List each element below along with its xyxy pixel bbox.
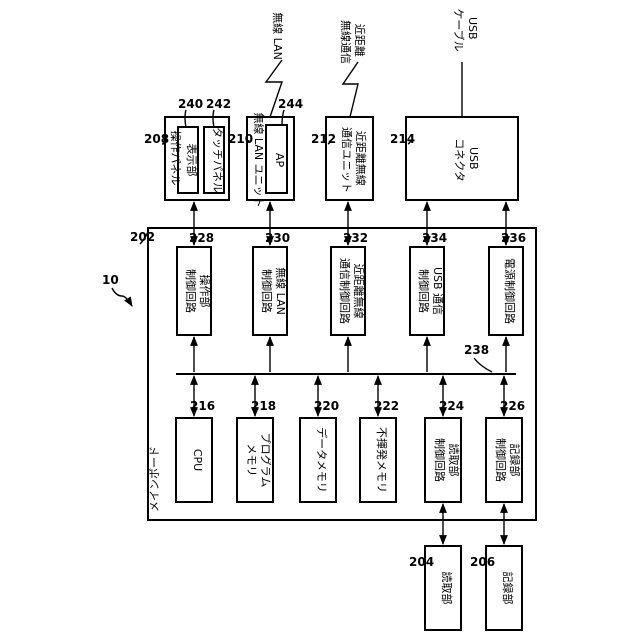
nfc-unit-label: 近距離無線 通信ユニット [340,127,368,193]
block-label: 読取部制御回路 [433,438,461,482]
block-label: プログラムメモリ [245,433,273,488]
usb-connector-ref: 214 [390,132,415,146]
wireless-lan-label: 無線 LAN [271,12,285,60]
controller-label: 近距離無線通信制御回路 [338,258,366,324]
external-206: 記録部 206 [470,504,522,630]
block-224: 読取部制御回路224 [425,376,464,502]
controller-ref: 232 [343,231,368,245]
controller-ref: 234 [422,231,447,245]
controller-label: 操作部制御回路 [184,269,212,313]
usb-connector: USB コネクタ 214 [390,117,518,200]
figure-ref-arrow [112,288,132,306]
touch-panel-ref: 242 [206,97,231,111]
operation-panel-unit: 操作パネル 表示部 タッチパネル 208 240 242 [144,97,231,200]
operation-panel-label: 操作パネル [169,131,183,186]
external-label: 記録部 [501,572,515,605]
controller-label: 無線 LAN制御回路 [260,267,288,315]
block-label: CPU [191,449,204,471]
external-ref: 206 [470,555,495,569]
external-ref: 204 [409,555,434,569]
block-222: 不揮発メモリ222 [360,376,399,502]
external-204: 読取部 204 [409,504,461,630]
wireless-lan-unit-ref: 210 [228,132,253,146]
nfc-unit: 近距離無線 通信ユニット 212 [311,117,373,200]
controller-label: USB 通信制御回路 [417,267,444,315]
controller-ref: 228 [189,231,214,245]
wireless-lan-unit: 無線 LAN ユニット AP 210 244 [228,97,303,208]
block-226: 記録部制御回路226 [486,376,525,502]
ap-ref: 244 [278,97,303,111]
main-board-label: メインボード [148,446,161,512]
controller-label: 電源制御回路 [503,258,517,324]
block-220: データメモリ220 [300,376,339,502]
display-ref: 240 [178,97,203,111]
block-label: 記録部制御回路 [494,438,522,482]
touch-panel-label: タッチパネル [211,127,224,193]
block-label: データメモリ [315,427,329,493]
nfc-unit-ref: 212 [311,132,336,146]
block-218: プログラムメモリ218 [237,376,276,502]
wireless-lan-unit-label: 無線 LAN ユニット [252,112,266,207]
display-label: 表示部 [185,144,199,177]
usb-cable-label: USB ケーブル [452,8,479,51]
controller-ref: 236 [501,231,526,245]
usb-connector-label: USB コネクタ [453,138,480,182]
nfc-zigzag [343,62,358,117]
external-label: 読取部 [440,572,454,605]
controller-ref: 230 [265,231,290,245]
ap-label: AP [273,153,286,168]
bus-ref: 238 [464,343,489,357]
operation-panel-ref: 208 [144,132,169,146]
nfc-label: 近距離 無線通信 [339,20,367,64]
block-label: 不揮発メモリ [375,427,389,493]
figure-ref: 10 [102,273,119,287]
block-216: CPU216 [176,376,215,502]
